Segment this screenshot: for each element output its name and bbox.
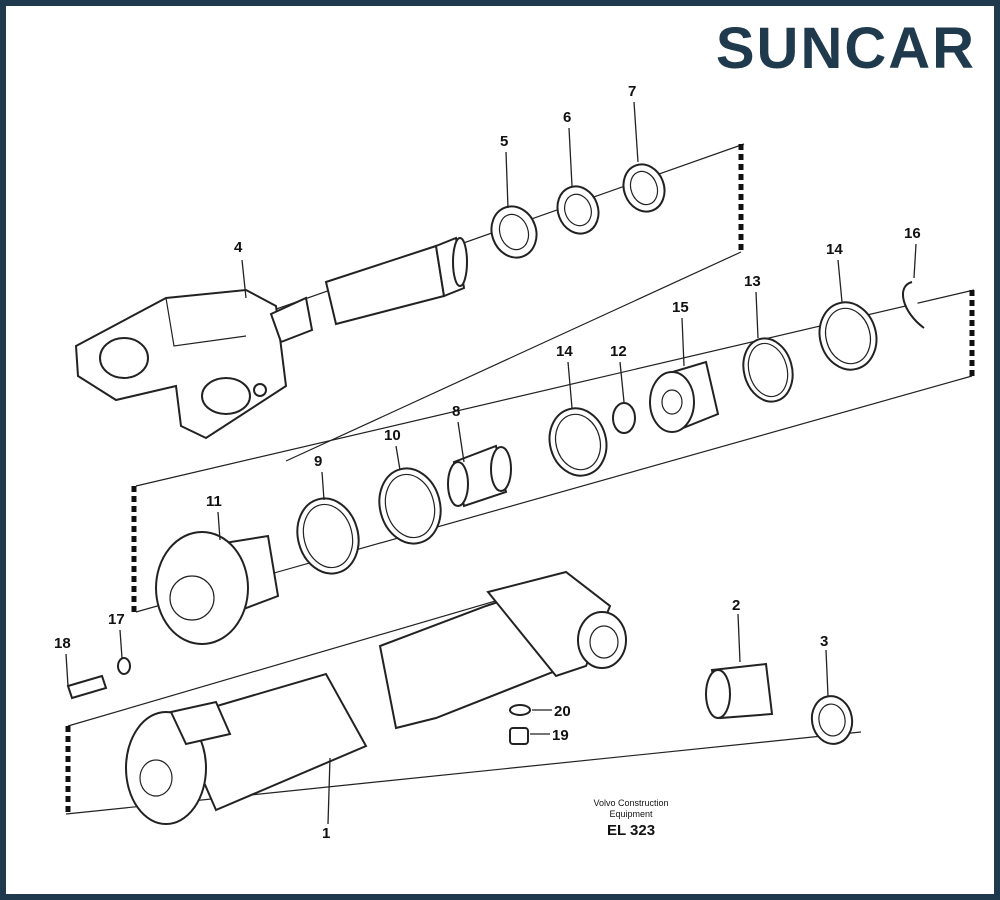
tube-upper-line [67, 577, 575, 727]
callout-17: 17 [108, 611, 125, 628]
callout-12: 12 [610, 343, 627, 360]
dust-seal-3 [810, 695, 854, 745]
o-ring-12 [612, 402, 636, 434]
plug-19 [509, 727, 529, 745]
brand-logo: SUNCAR [715, 16, 976, 81]
drawing-footer: Volvo Construction Equipment EL 323 [566, 798, 696, 839]
screw-18 [66, 674, 108, 700]
pivot-bushing-2 [705, 662, 774, 720]
callout-18: 18 [54, 635, 71, 652]
piston-lower-line [135, 375, 973, 613]
callout-5: 5 [500, 133, 508, 150]
exploded-view-diagram: 4 5 6 7 8 9 10 11 12 13 14 14 15 16 17 1… [54, 83, 975, 842]
rod-eye-part [74, 288, 314, 440]
callout-6: 6 [563, 109, 571, 126]
callout-15: 15 [672, 299, 689, 316]
callout-14b: 14 [826, 241, 843, 258]
seal-ring-13 [742, 337, 794, 403]
band-ring-14a [548, 407, 608, 477]
guide-ring-7 [622, 163, 666, 213]
cylinder-tube-front [125, 672, 368, 825]
callout-14a: 14 [556, 343, 573, 360]
callout-19: 19 [552, 727, 569, 744]
washer-20 [509, 704, 531, 716]
callout-20: 20 [554, 703, 571, 720]
callout-1: 1 [322, 825, 330, 842]
callout-4: 4 [234, 239, 243, 256]
seal-ring-6 [556, 185, 600, 235]
callout-7: 7 [628, 83, 636, 100]
wiper-ring-5 [490, 205, 538, 259]
cylinder-tube-rear [378, 570, 627, 730]
band-ring-14b [818, 301, 878, 371]
maker-line-1: Volvo Construction [593, 798, 669, 808]
piston-rod-part [324, 236, 468, 326]
callout-3: 3 [820, 633, 828, 650]
snap-ring-16 [902, 281, 925, 329]
callout-11: 11 [206, 493, 222, 510]
callout-10: 10 [384, 427, 401, 444]
callout-9: 9 [314, 453, 322, 470]
piston-15 [649, 360, 720, 433]
rod-lower-line [285, 251, 742, 462]
bushing-8 [447, 444, 512, 508]
seal-ring-10 [378, 467, 442, 545]
cylinder-head-part [155, 531, 280, 645]
callout-13: 13 [744, 273, 761, 290]
washer-17 [117, 657, 131, 675]
callout-leaders [65, 101, 917, 825]
callout-2: 2 [732, 597, 740, 614]
maker-line-2: Equipment [609, 809, 653, 819]
seal-ring-9 [296, 497, 360, 575]
callout-16: 16 [904, 225, 921, 242]
drawing-code: EL 323 [606, 822, 656, 839]
callout-8: 8 [452, 403, 460, 420]
